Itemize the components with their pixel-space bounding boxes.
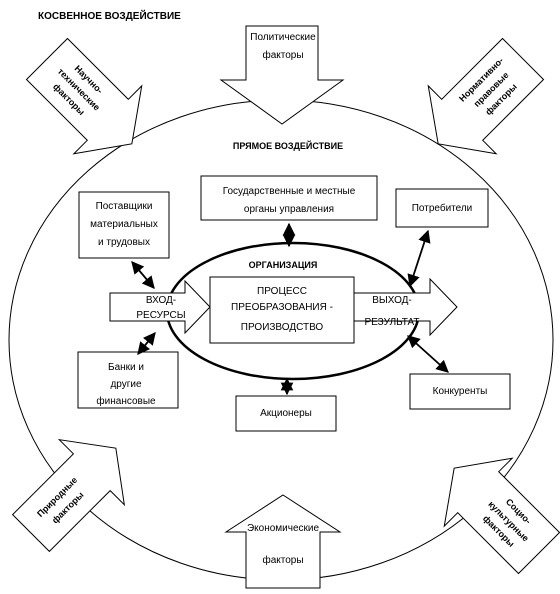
scientific-technical-factors-arrow: Научно- технические факторы — [25, 37, 143, 155]
political-factors-label-1: Политические — [250, 32, 316, 43]
suppliers-box: Поставщики материальных и трудовых — [78, 191, 170, 259]
banks-organization-connector — [137, 332, 156, 355]
natural-factors-arrow: Природные факторы — [11, 438, 126, 553]
economic-factors-label-1: Экономические — [247, 523, 320, 534]
political-factors-arrow: Политические факторы — [219, 25, 345, 125]
suppliers-label-3: и трудовых — [98, 237, 150, 248]
competitors-box: Конкуренты — [409, 373, 511, 410]
banks-label-1: Банки и — [108, 362, 144, 373]
shareholders-label: Акционеры — [260, 408, 312, 419]
normative-legal-factors-arrow: Нормативно- правовые факторы — [427, 37, 545, 155]
consumers-label: Потребители — [412, 202, 473, 214]
process-label-1: ПРОЦЕСС — [257, 286, 307, 297]
input-label-1: ВХОД- — [146, 295, 176, 306]
competitors-label: Конкуренты — [433, 386, 488, 397]
competitors-organization-connector — [407, 335, 449, 373]
output-result-arrow: ВЫХОД- РЕЗУЛЬТАТ — [353, 277, 458, 337]
input-label-2: РЕСУРСЫ — [136, 310, 185, 321]
suppliers-label-1: Поставщики — [96, 201, 153, 212]
banks-label-2: другие — [110, 379, 142, 390]
direct-influence-heading: ПРЯМОЕ ВОЗДЕЙСТВИЕ — [233, 140, 343, 151]
economic-factors-arrow: Экономические факторы — [224, 494, 342, 589]
consumers-box: Потребители — [395, 188, 489, 228]
suppliers-organization-connector — [131, 261, 155, 289]
socio-cultural-factors-arrow: Социо- культурные факторы — [443, 457, 560, 575]
political-factors-label-2: факторы — [262, 49, 303, 61]
banks-box: Банки и другие финансовые — [77, 351, 179, 409]
government-label-2: органы управления — [244, 204, 334, 215]
government-label-1: Государственные и местные — [223, 186, 356, 197]
organization-heading: ОРГАНИЗАЦИЯ — [249, 260, 318, 270]
banks-label-3: финансовые — [96, 395, 156, 407]
government-box: Государственные и местные органы управле… — [200, 175, 378, 221]
suppliers-label-2: материальных — [90, 219, 158, 230]
output-label-2: РЕЗУЛЬТАТ — [365, 317, 420, 328]
process-box: ПРОЦЕСС ПРЕОБРАЗОВАНИЯ - ПРОИЗВОДСТВО — [209, 276, 355, 344]
consumers-organization-connector — [407, 229, 431, 288]
output-label-1: ВЫХОД- — [372, 295, 412, 306]
shareholders-box: Акционеры — [235, 395, 337, 432]
economic-factors-label-2: факторы — [262, 554, 303, 566]
process-label-2: ПРЕОБРАЗОВАНИЯ - — [231, 302, 333, 313]
input-resources-arrow: ВХОД- РЕСУРСЫ — [109, 279, 211, 335]
process-label-3: ПРОИЗВОДСТВО — [241, 322, 324, 333]
indirect-influence-heading: КОСВЕННОЕ ВОЗДЕЙСТВИЕ — [38, 9, 181, 22]
